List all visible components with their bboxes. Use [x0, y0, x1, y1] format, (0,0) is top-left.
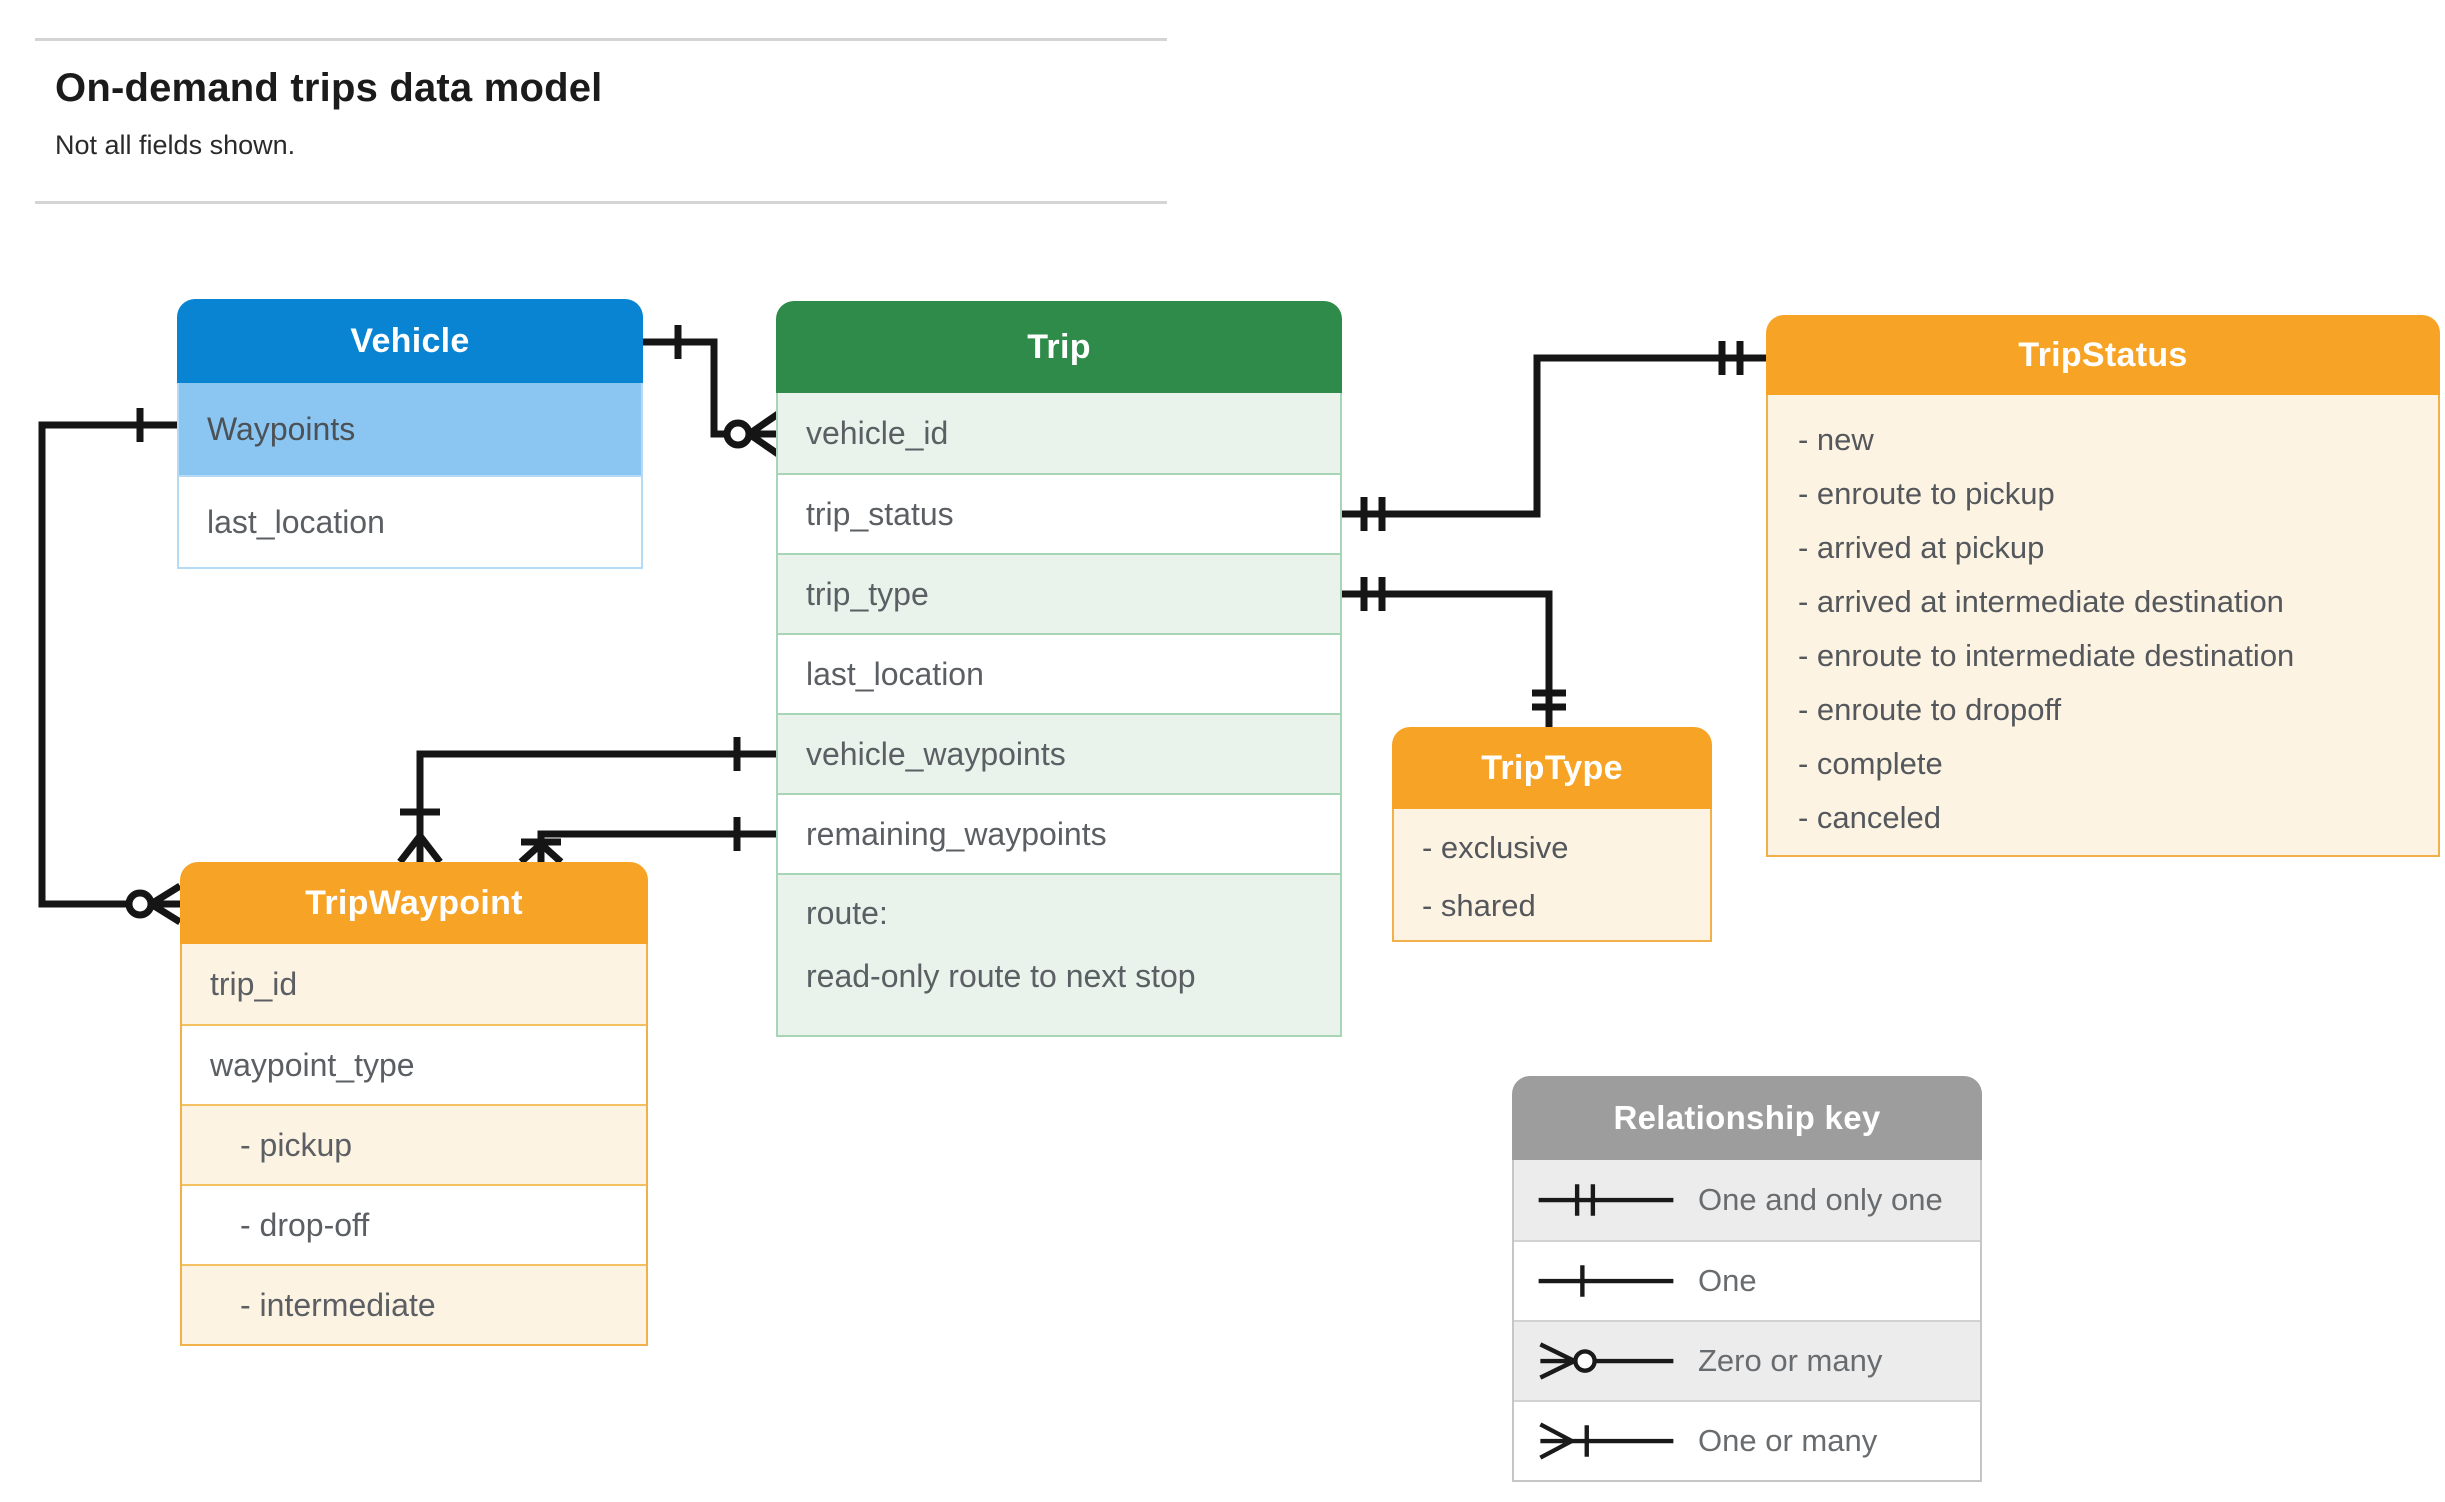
connector-vehicle-to-trip — [642, 325, 780, 457]
vehicle-field-last-location: last_location — [179, 475, 641, 567]
one-and-only-one-symbol — [1538, 1184, 1674, 1216]
entity-tripwaypoint: TripWaypoint trip_id waypoint_type - pic… — [180, 862, 648, 1346]
trip-field-route: route: read-only route to next stop — [778, 873, 1340, 1035]
relationship-key: Relationship key One and only one One Ze… — [1512, 1076, 1982, 1482]
entity-triptype-header: TripType — [1392, 727, 1712, 809]
key-row-one-or-many: One or many — [1514, 1400, 1980, 1480]
route-label: route: — [806, 895, 888, 931]
entity-trip-header: Trip — [776, 301, 1342, 393]
vehicle-field-waypoints: Waypoints — [179, 383, 641, 475]
key-label: Zero or many — [1698, 1343, 1883, 1378]
key-label: One or many — [1698, 1423, 1878, 1458]
one-or-many-symbol — [1539, 1422, 1674, 1460]
trip-field-trip-status: trip_status — [778, 473, 1340, 553]
connector-trip-type-to-triptype — [1342, 577, 1566, 727]
relationship-key-header: Relationship key — [1512, 1076, 1982, 1160]
tripstatus-value: - canceled — [1798, 800, 1942, 835]
trip-field-remaining-waypoints: remaining_waypoints — [778, 793, 1340, 873]
trip-field-vehicle-waypoints: vehicle_waypoints — [778, 713, 1340, 793]
connector-vehicle-waypoints-field-to-tripwaypoint — [397, 737, 776, 865]
triptype-value: - exclusive — [1422, 830, 1569, 865]
connector-trip-status-to-tripstatus — [1342, 341, 1766, 531]
tripstatus-value: - complete — [1798, 746, 1943, 781]
connector-remaining-waypoints-to-tripwaypoint — [518, 817, 776, 865]
key-label: One — [1698, 1263, 1757, 1298]
trip-field-trip-type: trip_type — [778, 553, 1340, 633]
entity-tripstatus: TripStatus - new - enroute to pickup - a… — [1766, 315, 2440, 857]
tripwaypoint-value-pickup: - pickup — [182, 1104, 646, 1184]
tripstatus-value: - enroute to pickup — [1798, 476, 2055, 511]
trip-field-last-location: last_location — [778, 633, 1340, 713]
triptype-value: - shared — [1422, 888, 1536, 923]
trip-field-vehicle-id: vehicle_id — [778, 393, 1340, 473]
triptype-values: - exclusive - shared — [1392, 809, 1712, 942]
tripstatus-value: - arrived at pickup — [1798, 530, 2045, 565]
tripstatus-value: - enroute to intermediate destination — [1798, 638, 2295, 673]
tripwaypoint-field-trip-id: trip_id — [182, 944, 646, 1024]
zero-circle — [125, 889, 155, 919]
tripstatus-values: - new - enroute to pickup - arrived at p… — [1766, 395, 2440, 857]
tripwaypoint-value-drop-off: - drop-off — [182, 1184, 646, 1264]
top-divider — [35, 38, 1167, 41]
crows-foot — [747, 411, 780, 457]
key-row-zero-or-many: Zero or many — [1514, 1320, 1980, 1400]
connector-vehicle-waypoints-to-tripwaypoint — [38, 408, 182, 925]
route-description: read-only route to next stop — [806, 958, 1196, 994]
entity-vehicle: Vehicle Waypoints last_location — [177, 299, 643, 569]
entity-tripwaypoint-header: TripWaypoint — [180, 862, 648, 944]
entity-triptype: TripType - exclusive - shared — [1392, 727, 1712, 942]
one-symbol — [1538, 1265, 1674, 1297]
page-title: On-demand trips data model — [55, 66, 603, 110]
crows-foot — [397, 833, 443, 865]
crows-foot — [518, 841, 564, 865]
zero-or-many-symbol — [1539, 1342, 1674, 1380]
tripstatus-value: - arrived at intermediate destination — [1798, 584, 2284, 619]
key-row-one-and-only-one: One and only one — [1514, 1160, 1980, 1240]
entity-tripstatus-header: TripStatus — [1766, 315, 2440, 395]
title-bottom-divider — [35, 201, 1167, 204]
zero-circle — [723, 419, 753, 449]
tripstatus-value: - enroute to dropoff — [1798, 692, 2062, 727]
page-subtitle: Not all fields shown. — [55, 130, 296, 160]
key-label: One and only one — [1698, 1182, 1943, 1217]
tripwaypoint-field-waypoint-type: waypoint_type — [182, 1024, 646, 1104]
entity-trip: Trip vehicle_id trip_status trip_type la… — [776, 301, 1342, 1037]
crows-foot — [149, 883, 182, 925]
key-row-one: One — [1514, 1240, 1980, 1320]
tripwaypoint-value-intermediate: - intermediate — [182, 1264, 646, 1344]
tripstatus-value: - new — [1798, 422, 1874, 457]
entity-vehicle-header: Vehicle — [177, 299, 643, 383]
